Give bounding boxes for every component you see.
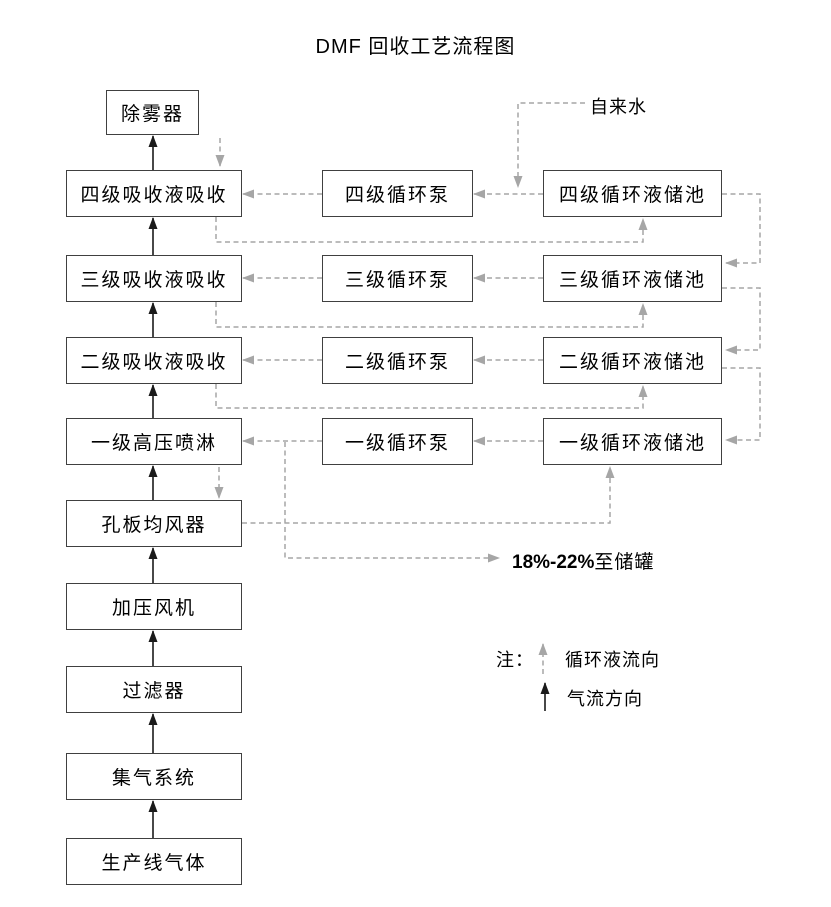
return-line-2 bbox=[215, 384, 648, 409]
gas-flow-arrows bbox=[148, 135, 550, 838]
node-pool-1: 一级循环液储池 bbox=[543, 418, 722, 465]
node-absorber-4: 四级吸收液吸收 bbox=[66, 170, 242, 217]
diagram-title: DMF 回收工艺流程图 bbox=[315, 36, 516, 58]
overflow-pool3-pool2 bbox=[722, 287, 761, 355]
node-pump-2: 二级循环泵 bbox=[322, 337, 473, 384]
overflow-pool2-pool1 bbox=[722, 367, 761, 445]
node-absorber-2: 二级吸收液吸收 bbox=[66, 337, 242, 384]
node-filter: 过滤器 bbox=[66, 666, 242, 713]
to-storage-text: 至储罐 bbox=[594, 552, 655, 573]
overflow-pool4-pool3 bbox=[722, 193, 761, 268]
node-absorber-3: 三级吸收液吸收 bbox=[66, 255, 242, 302]
to-storage-percent: 18%-22% bbox=[512, 552, 595, 573]
tap-water-label: 自来水 bbox=[590, 97, 647, 117]
legend-circulation-label: 循环液流向 bbox=[565, 650, 660, 670]
node-spray-1: 一级高压喷淋 bbox=[66, 418, 242, 465]
node-pool-2: 二级循环液储池 bbox=[543, 337, 722, 384]
node-pool-4: 四级循环液储池 bbox=[543, 170, 722, 217]
legend-gas-label: 气流方向 bbox=[567, 689, 643, 709]
node-distributor: 孔板均风器 bbox=[66, 500, 242, 547]
to-storage-label: 18%-22%至储罐 bbox=[512, 547, 654, 574]
distributor-to-pool1-line bbox=[242, 466, 615, 524]
legend-note-label: 注： bbox=[496, 650, 534, 670]
node-fan: 加压风机 bbox=[66, 583, 242, 630]
node-pump-1: 一级循环泵 bbox=[322, 418, 473, 465]
return-line-4 bbox=[215, 217, 648, 243]
node-gas-collect: 集气系统 bbox=[66, 753, 242, 800]
return-line-3 bbox=[215, 302, 648, 328]
node-pool-3: 三级循环液储池 bbox=[543, 255, 722, 302]
node-pump-4: 四级循环泵 bbox=[322, 170, 473, 217]
node-production-gas: 生产线气体 bbox=[66, 838, 242, 885]
node-demister: 除雾器 bbox=[106, 90, 199, 135]
node-pump-3: 三级循环泵 bbox=[322, 255, 473, 302]
